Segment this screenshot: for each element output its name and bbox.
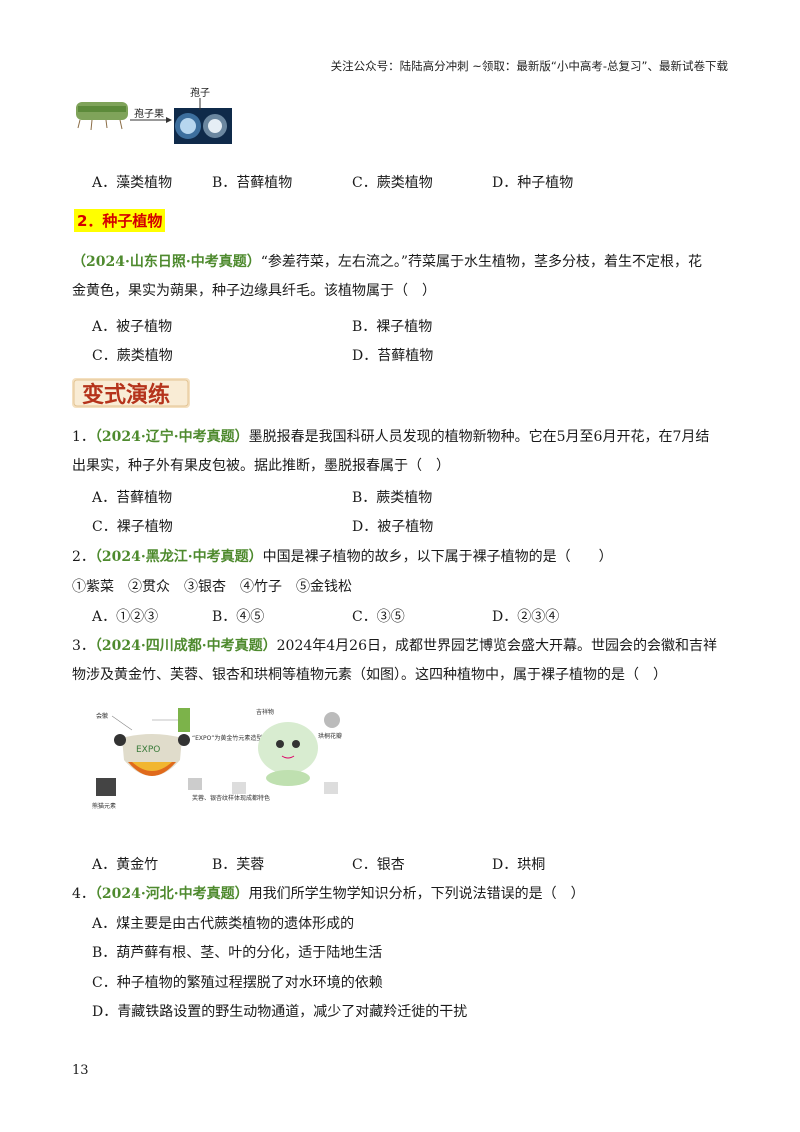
section-title: 2．种子植物: [74, 209, 166, 232]
question-source-tag: （2024·四川成都·中考真题）: [94, 638, 277, 654]
ginkgo-image: [188, 778, 202, 790]
q3-option-c: C．银杏: [352, 857, 405, 873]
q0-option-a: A．藻类植物: [92, 175, 173, 191]
q1-option-b: B．蕨类植物: [352, 490, 433, 506]
fern-leaf-image: [76, 102, 128, 131]
dove-note: 珙桐花瓣: [318, 732, 342, 740]
expo-emblem-image: EXPO: [114, 734, 190, 776]
emblem-label: 会徽: [96, 712, 108, 720]
question-source-tag: （2024·河北·中考真题）: [94, 886, 249, 902]
question-4: 4．（2024·河北·中考真题）用我们所学生物学知识分析，下列说法错误的是（ ）: [72, 883, 585, 903]
example-option-a: A．被子植物: [92, 319, 173, 335]
question-1: 1．（2024·辽宁·中考真题）墨脱报春是我国科研人员发现的植物新物种。它在5月…: [72, 423, 732, 481]
q0-option-b: B．苔藓植物: [212, 175, 293, 191]
q2-option-d: D．②③④: [492, 609, 560, 625]
question-stem-line1: 墨脱报春是我国科研人员发现的植物新物种。它在5月至6月开花，在7月结: [248, 429, 710, 445]
question-stem-line1: 2024年4月26日，成都世界园艺博览会盛大开幕。世园会的会徽和吉祥: [276, 638, 717, 654]
question-stem: 用我们所学生物学知识分析，下列说法错误的是（ ）: [248, 886, 585, 902]
dove-tree-image: [324, 712, 340, 728]
question-3: 3．（2024·四川成都·中考真题）2024年4月26日，成都世界园艺博览会盛大…: [72, 632, 732, 690]
q2-option-a: A．①②③: [92, 609, 159, 625]
q3-option-d: D．珙桐: [492, 857, 546, 873]
expo-figure: 会徽 EXPO “EXPO”为黄金竹元素造型设计 芙蓉、银杏纹样体现成都特色 熊…: [92, 708, 342, 810]
q1-option-d: D．被子植物: [352, 519, 434, 535]
question-source-tag: （2024·辽宁·中考真题）: [94, 429, 249, 445]
fern-spore-figure: 孢子果 孢子: [76, 87, 232, 144]
q1-option-a: A．苔藓植物: [92, 490, 173, 506]
page-number: 13: [72, 1063, 89, 1078]
q4-option-c: C．种子植物的繁殖过程摆脱了对水环境的依赖: [92, 975, 383, 991]
q2-items: ①紫菜 ②贯众 ③银杏 ④竹子 ⑤金钱松: [72, 579, 352, 595]
question-stem-line2: 金黄色，果实为蒴果，种子边缘具纤毛。该植物属于（ ）: [72, 283, 436, 299]
q0-option-c: C．蕨类植物: [352, 175, 433, 191]
question-number: 4．: [72, 886, 95, 902]
mascot-label: 吉祥物: [256, 708, 274, 716]
question-stem-line2: 物涉及黄金竹、芙蓉、银杏和珙桐等植物元素（如图）。这四种植物中，属于裸子植物的是…: [72, 667, 667, 683]
example-option-b: B．裸子植物: [352, 319, 433, 335]
page-header: 关注公众号：陆陆高分冲刺 ~领取：最新版“小中高考-总复习”、最新试卷下载: [330, 59, 728, 73]
question-source-tag: （2024·黑龙江·中考真题）: [94, 549, 263, 565]
question-number: 3．: [72, 638, 95, 654]
q2-option-c: C．③⑤: [352, 609, 405, 625]
example-option-d: D．苔藓植物: [352, 348, 434, 364]
question-number: 1．: [72, 429, 95, 445]
sporangium-label: 孢子果: [134, 108, 164, 120]
banner-text: 变式演练: [82, 382, 170, 408]
q0-option-d: D．种子植物: [492, 175, 574, 191]
question-stem-line2: 出果实，种子外有果皮包被。据此推断，墨脱报春属于（ ）: [72, 458, 450, 474]
q2-option-b: B．④⑤: [212, 609, 265, 625]
question-source-tag: （2024·山东日照·中考真题）: [72, 254, 261, 270]
q3-option-a: A．黄金竹: [92, 857, 159, 873]
q4-option-b: B．葫芦藓有根、茎、叶的分化，适于陆地生活: [92, 945, 383, 961]
panda-image: [96, 778, 116, 796]
q3-option-b: B．芙蓉: [212, 857, 265, 873]
q4-option-a: A．煤主要是由古代蕨类植物的遗体形成的: [92, 916, 355, 932]
example-question: （2024·山东日照·中考真题）“参差荇菜，左右流之。”荇菜属于水生植物，茎多分…: [72, 248, 732, 306]
panda-note: 熊猫元素: [92, 802, 116, 810]
bamboo-image: [178, 708, 190, 732]
question-stem: 中国是裸子植物的故乡，以下属于裸子植物的是（ ）: [262, 549, 613, 565]
mascot-image: [258, 722, 318, 786]
svg-text:EXPO: EXPO: [136, 745, 160, 755]
question-stem-line1: “参差荇菜，左右流之。”荇菜属于水生植物，茎多分枝，着生不定根，花: [260, 254, 703, 270]
question-number: 2．: [72, 549, 95, 565]
ginkgo-note: 芙蓉、银杏纹样体现成都特色: [192, 794, 270, 802]
example-option-c: C．蕨类植物: [92, 348, 173, 364]
practice-banner: 变式演练: [72, 374, 192, 410]
expo-note: “EXPO”为黄金竹元素造型设计: [192, 734, 274, 742]
question-2: 2．（2024·黑龙江·中考真题）中国是裸子植物的故乡，以下属于裸子植物的是（ …: [72, 546, 613, 566]
spore-label: 孢子: [190, 87, 210, 99]
q4-option-d: D．青藏铁路设置的野生动物通道，减少了对藏羚迁徙的干扰: [92, 1004, 468, 1020]
q1-option-c: C．裸子植物: [92, 519, 173, 535]
